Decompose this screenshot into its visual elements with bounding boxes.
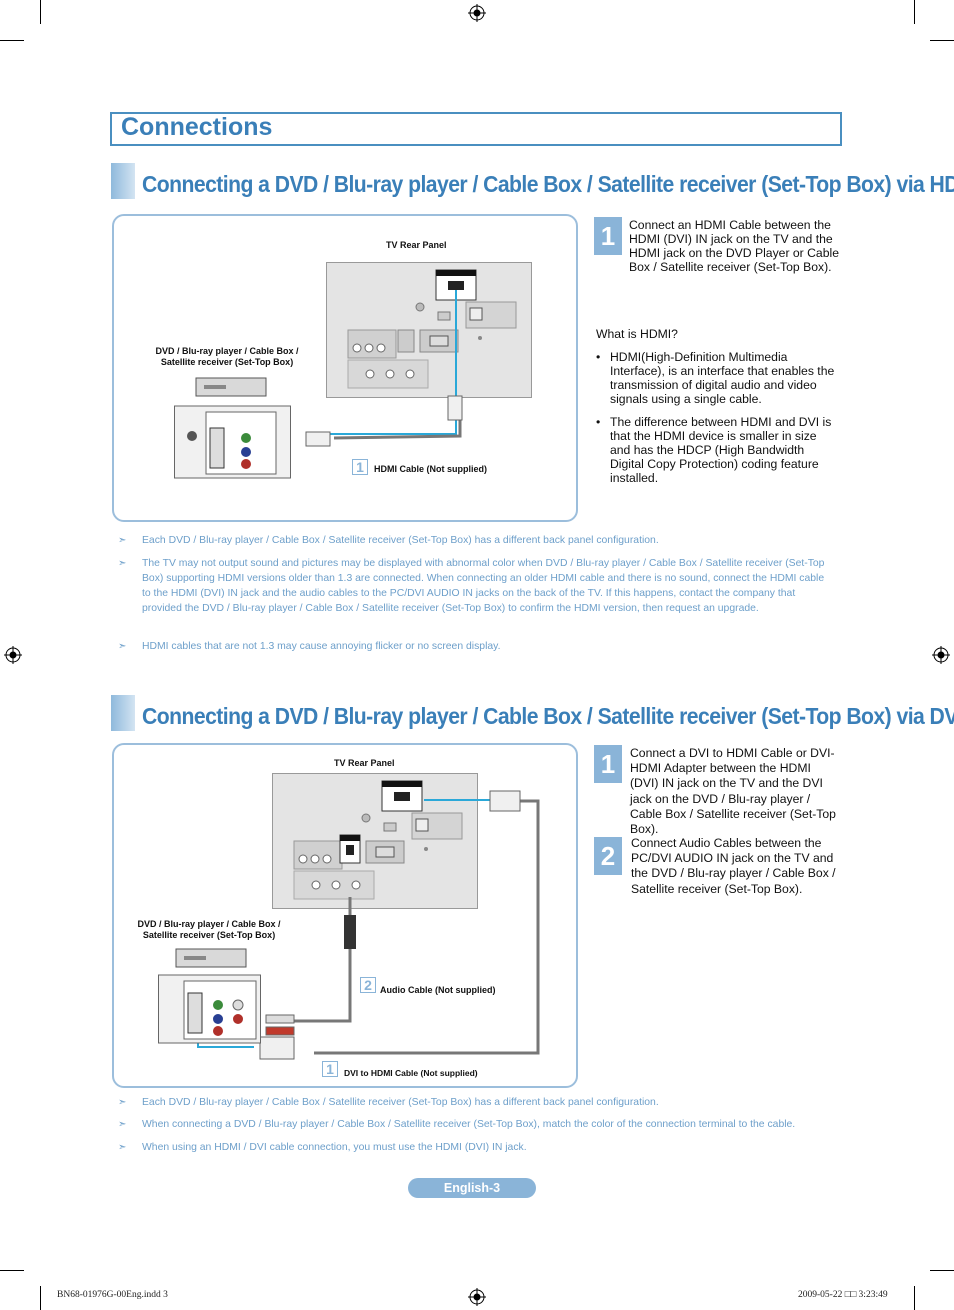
info-bullet: • The difference between HDMI and DVI is… — [596, 415, 840, 485]
tv-rear-panel — [272, 773, 478, 909]
device-label: DVD / Blu-ray player / Cable Box / Satel… — [130, 919, 288, 941]
step-number: 1 — [594, 745, 622, 783]
page-title: Connections — [121, 113, 273, 141]
device-label-line-1: DVD / Blu-ray player / Cable Box / — [137, 919, 281, 929]
set-top-box-device — [158, 948, 261, 1044]
tv-rear-panel — [326, 262, 532, 398]
note-item: ➣ The TV may not output sound and pictur… — [118, 556, 830, 616]
bullet-icon: • — [596, 415, 601, 429]
crop-mark — [930, 1270, 954, 1271]
note-arrow-icon: ➣ — [118, 1142, 127, 1153]
dvi-cable-label: DVI to HDMI Cable (Not supplied) — [344, 1068, 478, 1078]
crop-mark — [40, 1286, 41, 1310]
crop-mark — [40, 0, 41, 24]
step-text: Connect a DVI to HDMI Cable or DVI-HDMI … — [630, 746, 836, 837]
note-arrow-icon: ➣ — [118, 1097, 127, 1108]
note-item: ➣ When connecting a DVD / Blu-ray player… — [118, 1117, 830, 1132]
note-arrow-icon: ➣ — [118, 1119, 127, 1130]
note-arrow-icon: ➣ — [118, 535, 127, 546]
crop-mark — [914, 1286, 915, 1310]
note-text: When using an HDMI / DVI cable connectio… — [142, 1142, 527, 1153]
bullet-text: HDMI(High-Definition Multimedia Interfac… — [610, 350, 835, 406]
section-title-hdmi: Connecting a DVD / Blu-ray player / Cabl… — [142, 171, 954, 197]
hdmi-diagram: TV Rear Panel DVD / Blu-ray player / Cab… — [112, 214, 578, 522]
note-arrow-icon: ➣ — [118, 641, 127, 652]
device-label-line-2: Satellite receiver (Set-Top Box) — [142, 930, 276, 940]
note-text: HDMI cables that are not 1.3 may cause a… — [142, 641, 501, 652]
crop-mark — [914, 0, 915, 24]
page-title-box — [110, 112, 842, 146]
tv-rear-panel-label: TV Rear Panel — [334, 758, 395, 768]
dvi-cable-number-badge: 1 — [322, 1061, 338, 1077]
registration-mark-icon — [932, 646, 950, 664]
step-text: Connect an HDMI Cable between the HDMI (… — [629, 218, 839, 274]
info-heading: What is HDMI? — [596, 327, 678, 341]
hdmi-cable-label: HDMI Cable (Not supplied) — [374, 464, 487, 474]
footer-filename: BN68-01976G-00Eng.indd 3 — [57, 1290, 168, 1300]
page-number: English-3 — [408, 1178, 536, 1198]
device-label-line-1: DVD / Blu-ray player / Cable Box / — [155, 346, 299, 356]
audio-cable-label: Audio Cable (Not supplied) — [380, 985, 496, 995]
registration-mark-icon — [468, 1288, 486, 1306]
crop-mark — [930, 40, 954, 41]
audio-cable-number-badge: 2 — [360, 977, 376, 993]
step-text: Connect Audio Cables between the PC/DVI … — [631, 836, 836, 896]
hdmi-cable — [305, 290, 463, 447]
note-text: Each DVD / Blu-ray player / Cable Box / … — [142, 535, 659, 546]
note-item: ➣ Each DVD / Blu-ray player / Cable Box … — [118, 1095, 830, 1110]
tv-rear-panel-label: TV Rear Panel — [386, 240, 447, 250]
registration-mark-icon — [468, 4, 486, 22]
device-label-line-2: Satellite receiver (Set-Top Box) — [160, 357, 294, 367]
note-text: The TV may not output sound and pictures… — [142, 558, 825, 614]
section-marker — [111, 695, 135, 731]
note-item: ➣ Each DVD / Blu-ray player / Cable Box … — [118, 533, 830, 548]
footer-timestamp: 2009-05-22 □□ 3:23:49 — [798, 1290, 888, 1300]
note-text: Each DVD / Blu-ray player / Cable Box / … — [142, 1097, 659, 1108]
step-number: 2 — [594, 837, 622, 875]
info-bullet: • HDMI(High-Definition Multimedia Interf… — [596, 350, 840, 406]
step-number: 1 — [594, 217, 622, 255]
cable-number-badge: 1 — [352, 459, 368, 475]
note-item: ➣ HDMI cables that are not 1.3 may cause… — [118, 639, 830, 654]
crop-mark — [0, 40, 24, 41]
bullet-icon: • — [596, 350, 601, 364]
section-marker — [111, 163, 135, 199]
registration-mark-icon — [4, 646, 22, 664]
set-top-box-device — [174, 377, 291, 479]
device-label: DVD / Blu-ray player / Cable Box / Satel… — [148, 346, 306, 368]
note-text: When connecting a DVD / Blu-ray player /… — [142, 1119, 796, 1130]
crop-mark — [0, 1270, 24, 1271]
note-item: ➣ When using an HDMI / DVI cable connect… — [118, 1140, 830, 1155]
note-arrow-icon: ➣ — [118, 558, 127, 569]
bullet-text: The difference between HDMI and DVI is t… — [610, 415, 832, 485]
dvi-diagram: TV Rear Panel DVD / Blu — [112, 743, 578, 1088]
section-title-dvi: Connecting a DVD / Blu-ray player / Cabl… — [142, 703, 954, 729]
dvi-and-audio-cables — [197, 790, 540, 1060]
